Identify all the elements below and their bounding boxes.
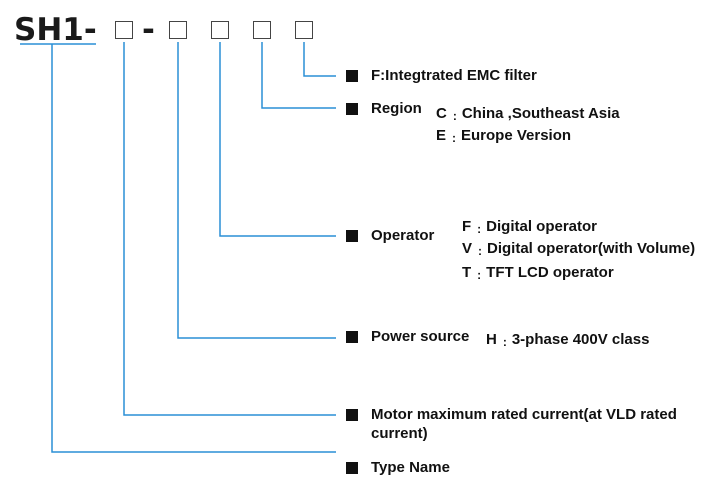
- emc-option-text: Integtrated EMC filter: [385, 67, 537, 84]
- label-type: Type Name: [371, 459, 450, 476]
- code-box-operator: [211, 21, 229, 39]
- connector-power: [177, 42, 336, 339]
- label-region: Region: [371, 100, 422, 117]
- code-box-region: [253, 21, 271, 39]
- connector-region: [261, 42, 336, 109]
- bullet-operator: [346, 230, 358, 242]
- connector-operator: [219, 42, 336, 237]
- code-box-power: [169, 21, 187, 39]
- label-operator: Operator: [371, 227, 435, 244]
- label-emc: F:Integtrated EMC filter: [371, 67, 537, 84]
- label-power: Power source: [371, 328, 470, 345]
- connector-current: [123, 42, 336, 416]
- operator-option-v: V:Digital operator(with Volume): [462, 240, 696, 258]
- operator-option-f: F:Digital operator: [462, 218, 598, 236]
- label-current-line2: current): [371, 425, 428, 442]
- operator-option-t: T:TFT LCD operator: [462, 264, 614, 282]
- label-current: Motor maximum rated current(at VLD rated: [371, 406, 677, 423]
- bullet-region: [346, 103, 358, 115]
- bullet-power: [346, 331, 358, 343]
- connector-type-down: [51, 44, 336, 453]
- power-option-h: H:3-phase 400V class: [486, 331, 650, 349]
- bullet-type: [346, 462, 358, 474]
- region-option-c: C:China ,Southeast Asia: [436, 105, 620, 123]
- bullet-current: [346, 409, 358, 421]
- code-box-current: [115, 21, 133, 39]
- code-box-emc: [295, 21, 313, 39]
- model-prefix: SH1-: [14, 12, 97, 48]
- connector-emc: [303, 42, 336, 77]
- bullet-emc: [346, 70, 358, 82]
- model-dash: -: [142, 12, 155, 48]
- region-option-e: E:Europe Version: [436, 127, 572, 145]
